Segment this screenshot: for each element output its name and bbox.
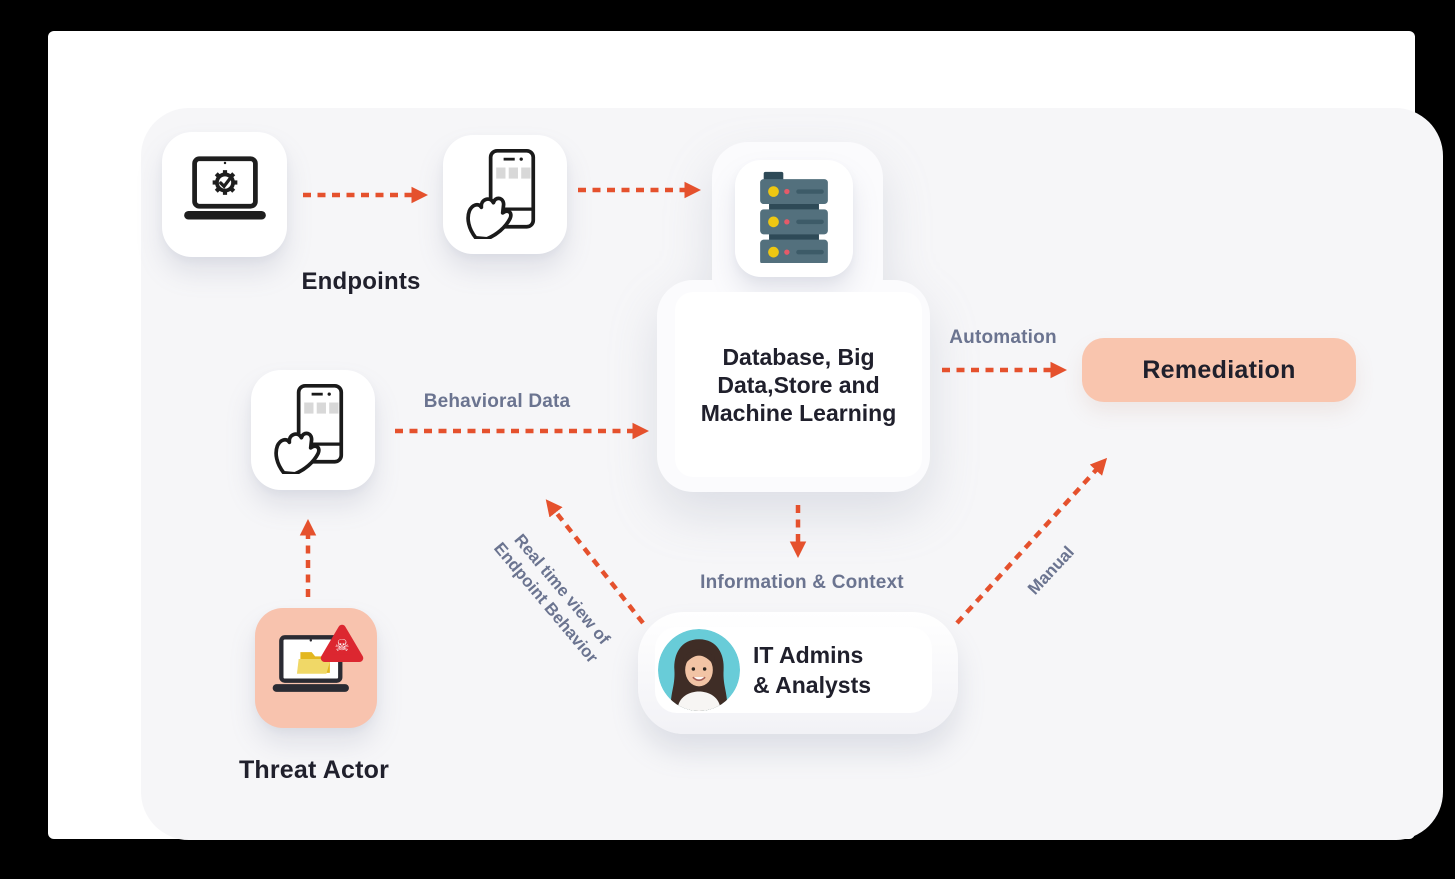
phone-hand-icon: [461, 146, 549, 244]
threat-actor-card: ☠: [255, 608, 377, 728]
remediation-box: Remediation: [1082, 338, 1356, 402]
behavioral-phone-card: [251, 370, 375, 490]
edge-label-automation: Automation: [949, 327, 1057, 348]
database-label: Database, Big Data,Store and Machine Lea…: [700, 343, 897, 426]
edge-label-information-context: Information & Context: [700, 572, 904, 593]
server-card: [735, 160, 853, 277]
database-label-card: Database, Big Data,Store and Machine Lea…: [675, 292, 922, 477]
svg-text:☠: ☠: [335, 636, 350, 655]
endpoint-phone-card: [443, 135, 567, 254]
threat-laptop-skull-icon: ☠: [264, 620, 368, 716]
server-stack-icon: [753, 170, 835, 268]
laptop-gear-icon: [177, 154, 273, 235]
it-admins-label: IT Admins & Analysts: [753, 642, 872, 698]
edge-label-behavioral-data: Behavioral Data: [423, 391, 571, 412]
endpoint-laptop-card: [162, 132, 287, 257]
phone-hand-icon: [269, 381, 357, 479]
threat-actor-label: Threat Actor: [238, 756, 390, 784]
analyst-avatar: [658, 629, 740, 711]
remediation-label: Remediation: [1142, 355, 1296, 384]
endpoints-label: Endpoints: [301, 268, 421, 295]
